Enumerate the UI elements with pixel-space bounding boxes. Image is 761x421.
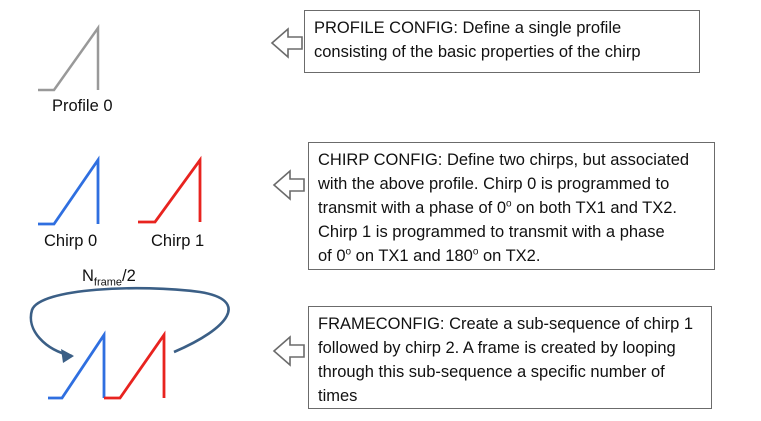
profile-pointer-arrow-icon xyxy=(270,27,303,59)
chirp-config-box: CHIRP CONFIG: Define two chirps, but ass… xyxy=(308,142,715,270)
frame-config-line: followed by chirp 2. A frame is created … xyxy=(318,339,676,357)
chirp-config-line: CHIRP CONFIG: Define two chirps, but ass… xyxy=(318,151,690,169)
chirp-config-line: of 0o on TX1 and 180o on TX2. xyxy=(318,246,541,265)
loop-count-label: Nframe/2 xyxy=(82,267,136,289)
chirp-pointer-arrow-icon xyxy=(272,169,305,201)
frame-config-line: times xyxy=(318,387,358,405)
loop-arrowhead-icon xyxy=(61,349,74,363)
frame-chirp0-waveform xyxy=(48,330,106,400)
chirp-config-line: with the above profile. Chirp 0 is progr… xyxy=(318,175,670,193)
loop-arrow xyxy=(29,286,230,358)
frame-chirp1-waveform xyxy=(104,330,166,400)
profile-config-box: PROFILE CONFIG: Define a single profile … xyxy=(304,10,700,73)
profile-waveform xyxy=(38,24,100,92)
chirp0-waveform xyxy=(38,155,100,226)
frame-config-line: through this sub-sequence a specific num… xyxy=(318,363,665,381)
chirp1-label: Chirp 1 xyxy=(151,232,205,250)
frame-config-line: FRAMECONFIG: Create a sub-sequence of ch… xyxy=(318,315,694,333)
chirp0-label: Chirp 0 xyxy=(44,232,98,250)
chirp-config-line: Chirp 1 is programmed to transmit with a… xyxy=(318,223,665,241)
frame-config-box: FRAMECONFIG: Create a sub-sequence of ch… xyxy=(308,306,712,409)
profile-config-line: consisting of the basic properties of th… xyxy=(314,43,641,61)
chirp1-waveform xyxy=(138,155,202,224)
frame-pointer-arrow-icon xyxy=(272,335,305,367)
chirp-config-line: transmit with a phase of 0o on both TX1 … xyxy=(318,198,678,217)
profile-config-line: PROFILE CONFIG: Define a single profile xyxy=(314,19,622,37)
profile0-label: Profile 0 xyxy=(52,97,113,115)
